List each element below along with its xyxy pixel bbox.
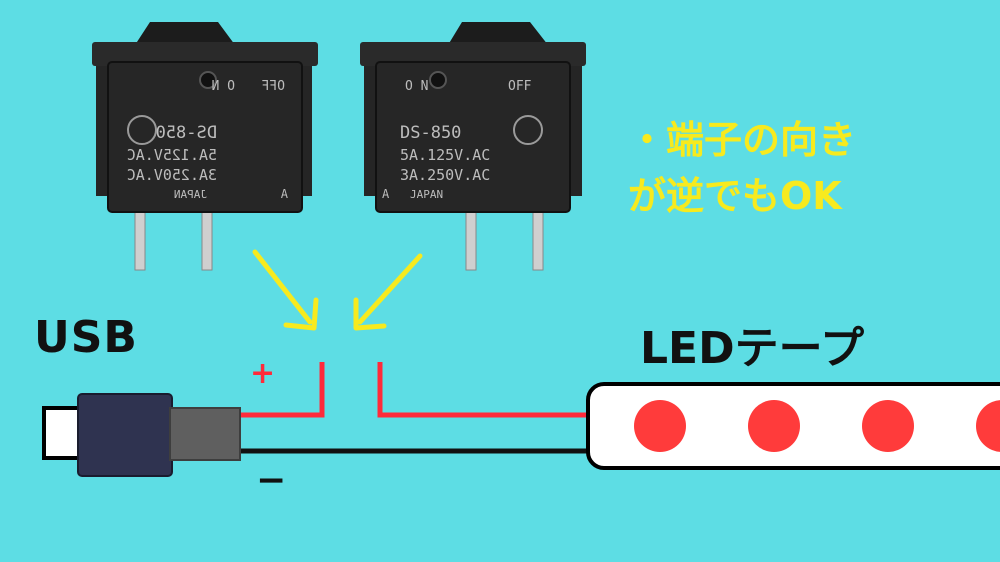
positive-wire-led <box>377 362 592 418</box>
switch-right-rating1-text: 5A.125V.AC <box>400 146 490 164</box>
switch-right-on-text: O N <box>405 79 428 94</box>
arrow-left <box>252 249 319 331</box>
switch-right-body <box>375 61 571 213</box>
led-dot <box>976 400 1000 452</box>
switch-right-terminal <box>465 204 477 271</box>
switch-left-flange <box>92 42 318 66</box>
led-dot <box>634 400 686 452</box>
switch-right-rating2-text: 3A.250V.AC <box>400 166 490 184</box>
switch-right-cert-mark <box>513 115 543 145</box>
switch-left-terminal <box>201 204 213 271</box>
switch-left-terminal <box>134 204 146 271</box>
switch-left-cert-mark <box>127 115 157 145</box>
switch-right-terminal-text: A <box>382 187 390 201</box>
led-dots <box>634 400 1000 452</box>
positive-sign: + <box>250 356 276 391</box>
switch-left-hole <box>199 71 217 89</box>
note-line-1: ・端子の向き <box>628 118 857 162</box>
switch-right-hole <box>429 71 447 89</box>
switch-left-off-text: OFF <box>261 79 285 94</box>
led-tape-label: LEDテープ <box>640 323 864 374</box>
switch-left-clip <box>96 66 110 196</box>
switch-right-rocker <box>448 22 548 45</box>
switch-right-flange <box>360 42 586 66</box>
usb-connector-tip <box>42 406 84 460</box>
switch-right-clip <box>568 66 582 196</box>
switch-left-origin-text: JAPAN <box>174 188 207 201</box>
terminal-orientation-note: ・端子の向き が逆でもOK <box>628 112 856 224</box>
usb-strain-relief <box>169 407 241 461</box>
switch-right-off-text: OFF <box>508 79 532 94</box>
switch-left-body <box>107 61 303 213</box>
rocker-switch-right: O N OFF DS-850 5A.125V.AC 3A.250V.AC JAP… <box>360 22 586 271</box>
switch-left-rating1-text: 5A.125V.AC <box>127 146 217 164</box>
switch-right-clip <box>364 66 378 196</box>
switch-left-terminal-text: A <box>280 187 288 201</box>
switch-left-rating2-text: 3A.250V.AC <box>127 166 217 184</box>
rocker-switch-left: OFF O N DS-850 5A.125V.AC 3A.250V.AC JAP… <box>92 22 318 271</box>
led-tape <box>586 382 1000 470</box>
switch-left-rocker <box>135 22 235 45</box>
led-dot <box>748 400 800 452</box>
switch-right-terminal <box>532 204 544 271</box>
arrow-right <box>353 253 423 331</box>
usb-plug <box>42 393 241 477</box>
switch-left-on-text: O N <box>212 79 235 94</box>
led-dot <box>862 400 914 452</box>
usb-body <box>77 393 173 477</box>
switch-right-origin-text: JAPAN <box>410 188 443 201</box>
switch-left-model-text: DS-850 <box>156 123 217 143</box>
positive-wire-usb <box>238 362 325 418</box>
negative-sign: − <box>256 460 287 501</box>
usb-label: USB <box>34 312 138 363</box>
switch-right-model-text: DS-850 <box>400 123 461 143</box>
note-line-2: が逆でもOK <box>628 174 842 218</box>
